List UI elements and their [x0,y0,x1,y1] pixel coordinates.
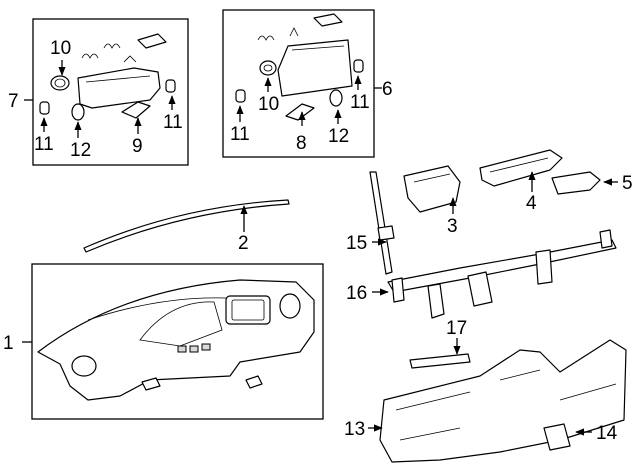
callout-11-left-b: 11 [163,112,183,133]
callout-7: 7 [8,91,19,112]
garnish-panel-left [77,67,161,109]
bracket-left [137,33,167,49]
callout-12-right: 12 [328,126,349,147]
knob-part-10-left [50,75,70,91]
callout-8: 8 [296,133,307,154]
callout-13: 13 [344,419,365,440]
instrument-panel-box [22,263,324,420]
clip-part-11-right-b [353,59,364,73]
bracket-part-9 [121,101,151,119]
defroster-strip-part-2 [83,199,290,253]
garnish-panel-right [277,39,353,97]
clip-group-right [257,27,299,41]
cover-part-14 [543,423,592,451]
bracket-part-8 [285,103,315,121]
callout-16: 16 [346,283,367,304]
instrument-panel-part-1 [37,279,315,401]
callout-6: 6 [382,79,393,100]
clip-part-11-left-b [165,79,176,93]
clip-part-12-right [329,89,343,107]
callout-12-left: 12 [70,140,91,161]
callout-11-right-b: 11 [350,92,370,113]
lower-panel-part-13 [368,339,627,463]
clip-part-11-right-a [235,89,246,103]
callout-2: 2 [238,233,249,254]
callout-5: 5 [622,173,633,194]
callout-10-left: 10 [50,38,71,59]
callout-labels: 1 2 3 4 5 6 7 8 9 10 10 11 11 11 11 12 1… [3,38,633,444]
callout-14: 14 [596,423,618,444]
callout-15: 15 [346,233,367,254]
callout-1: 1 [3,333,14,354]
bracket-part-17 [409,338,471,369]
inset-box-left [24,18,189,166]
reinforcement-part-16 [372,229,617,319]
garnish-part-5 [551,171,618,195]
callout-9: 9 [132,136,143,157]
inset-box-right [222,9,382,158]
callout-17: 17 [446,318,467,339]
knob-part-10-right [259,60,277,76]
callout-4: 4 [526,193,537,214]
callout-11-left-a: 11 [34,134,54,155]
callout-10-right: 10 [258,94,279,115]
clip-group-left [81,43,137,63]
clip-part-12-left [71,103,85,121]
duct-part-3 [403,165,461,214]
callout-3: 3 [447,216,458,237]
garnish-part-4 [479,149,563,192]
brace-part-15 [369,171,395,275]
bracket-right [313,13,343,27]
callout-11-right-a: 11 [230,124,250,145]
clip-part-11-left-a [39,101,50,115]
